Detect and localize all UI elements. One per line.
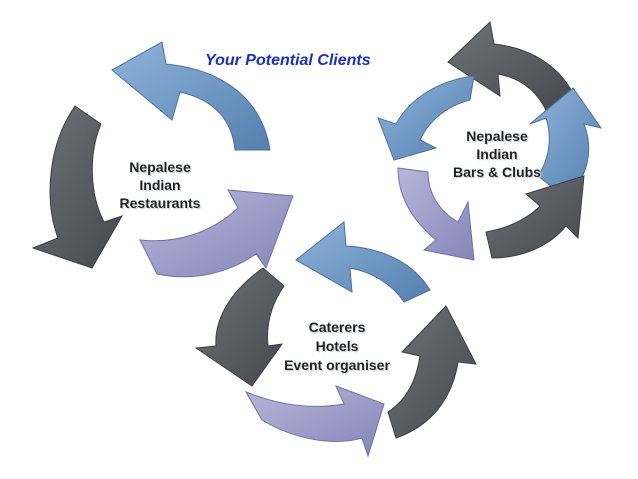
cycle-label-caterers: Caterers Hotels Event organiser [268,318,406,375]
cycle-restaurants-blue-arrow [111,41,271,151]
cycle-restaurants-lavender-arrow [139,189,294,278]
cycle-label-bars-clubs: Nepalese Indian Bars & Clubs [440,127,554,181]
cycle-bars-gray-top-arrow [447,20,577,111]
cycle-bars-blue-right-arrow [529,87,603,199]
cycle-label-line: Indian [476,146,518,162]
cycle-bars-arrows [377,20,603,261]
cycle-caterers-arrows [194,221,477,458]
cycle-caterers-lavender-arrow [244,385,385,458]
cycle-label-line: Event organiser [284,357,390,373]
cycle-label-line: Restaurants [119,195,201,211]
cycle-label-line: Indian [139,177,181,193]
cycle-caterers-gray-right-arrow [387,305,477,439]
cycle-label-line: Hotels [315,338,359,354]
cycle-label-line: Nepalese [129,159,191,175]
cycle-bars-gray-bottom-arrow [485,175,585,259]
diagram-title: Your Potential Clients [205,52,371,69]
cycle-restaurants-gray-arrow [31,105,124,269]
cycle-caterers-gray-left-arrow [194,267,285,387]
cycle-bars-lavender-arrow [397,167,475,261]
cycle-label-line: Nepalese [466,128,528,144]
cycle-caterers-blue-arrow [295,221,431,303]
cycle-label-line: Bars & Clubs [453,164,541,180]
cycle-restaurants-arrows [31,41,294,278]
cycle-bars-blue-left-arrow [377,75,475,161]
cycle-label-line: Caterers [308,319,366,335]
cycle-label-restaurants: Nepalese Indian Restaurants [108,158,212,212]
